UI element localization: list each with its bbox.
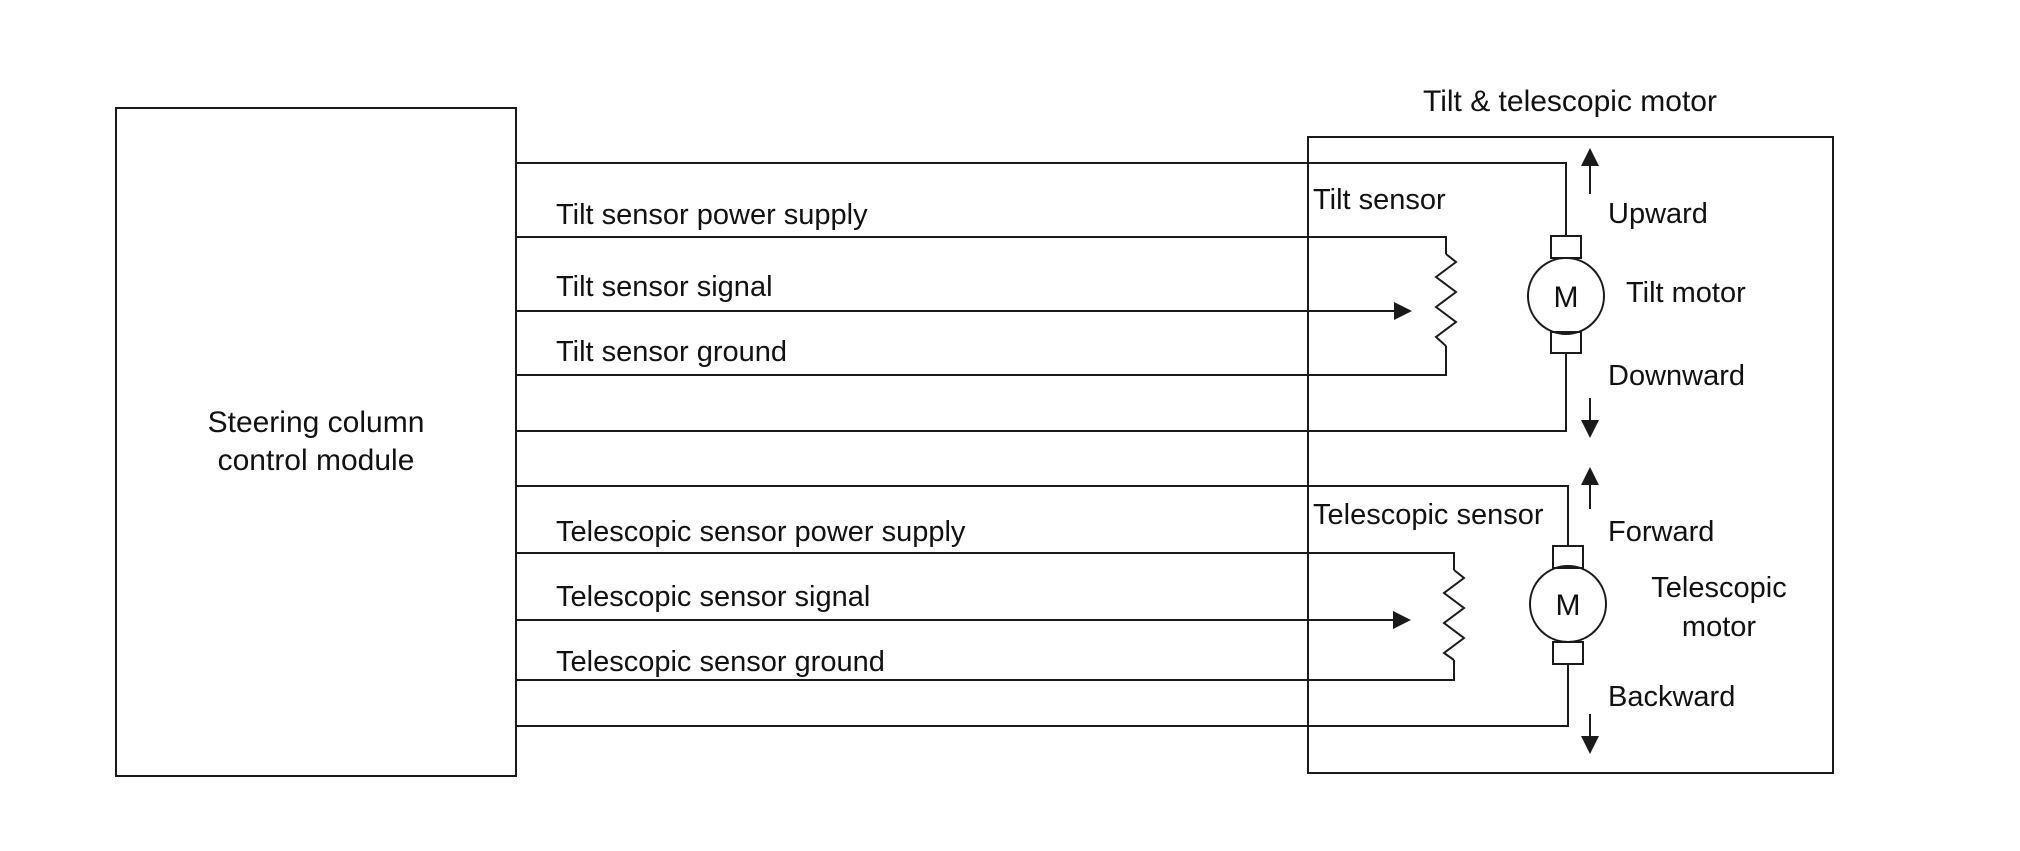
tilt-motor-lower-brush	[1550, 331, 1582, 354]
telescopic-signal-arrowhead	[1393, 611, 1411, 629]
tilt-motor-down-wire	[516, 353, 1567, 432]
forward-label: Forward	[1608, 516, 1714, 548]
tilt-power-supply-label: Tilt sensor power supply	[556, 199, 868, 231]
tilt-sensor-label: Tilt sensor	[1313, 184, 1446, 216]
tilt-motor-upper-brush	[1550, 235, 1582, 259]
downward-label: Downward	[1608, 360, 1745, 392]
tilt-power-supply-wire	[516, 236, 1447, 254]
telescopic-motor-upper-brush	[1552, 545, 1584, 569]
backward-label: Backward	[1608, 681, 1735, 713]
telescopic-ground-wire	[516, 660, 1455, 681]
telescopic-motor-forward-wire	[516, 485, 1569, 546]
tilt-motor-body	[1527, 257, 1605, 335]
upward-arrow-icon	[1581, 148, 1599, 166]
downward-arrow-icon	[1581, 420, 1599, 438]
telescopic-motor-backward-wire	[516, 664, 1569, 727]
control-module-label-line2: control module	[218, 444, 415, 477]
telescopic-signal-label: Telescopic sensor signal	[556, 581, 870, 613]
telescopic-motor-symbol: M	[1556, 589, 1581, 622]
telescopic-sensor-resistor	[1442, 569, 1466, 661]
backward-arrow-icon	[1581, 736, 1599, 754]
telescopic-motor-label-line2: motor	[1682, 611, 1756, 643]
telescopic-power-supply-label: Telescopic sensor power supply	[556, 516, 966, 548]
tilt-ground-wire	[516, 346, 1447, 376]
tilt-motor-up-wire	[516, 162, 1567, 236]
telescopic-ground-label: Telescopic sensor ground	[556, 646, 885, 678]
motor-unit-title: Tilt & telescopic motor	[1423, 85, 1717, 118]
tilt-motor-label: Tilt motor	[1626, 277, 1746, 309]
telescopic-motor-label-line1: Telescopic	[1651, 572, 1786, 604]
telescopic-motor-lower-brush	[1552, 641, 1584, 665]
upward-label: Upward	[1608, 198, 1708, 230]
tilt-signal-arrowhead	[1394, 302, 1412, 320]
telescopic-power-supply-wire	[516, 552, 1455, 570]
tilt-signal-label: Tilt sensor signal	[556, 271, 773, 303]
tilt-sensor-resistor	[1434, 253, 1458, 347]
tilt-ground-label: Tilt sensor ground	[556, 336, 787, 368]
forward-arrow-icon	[1581, 467, 1599, 485]
telescopic-sensor-label: Telescopic sensor	[1313, 499, 1544, 531]
motor-unit-box	[1307, 136, 1834, 774]
control-module-box	[115, 107, 517, 777]
tilt-motor-symbol: M	[1554, 281, 1579, 314]
control-module-label-line1: Steering column	[208, 406, 425, 439]
